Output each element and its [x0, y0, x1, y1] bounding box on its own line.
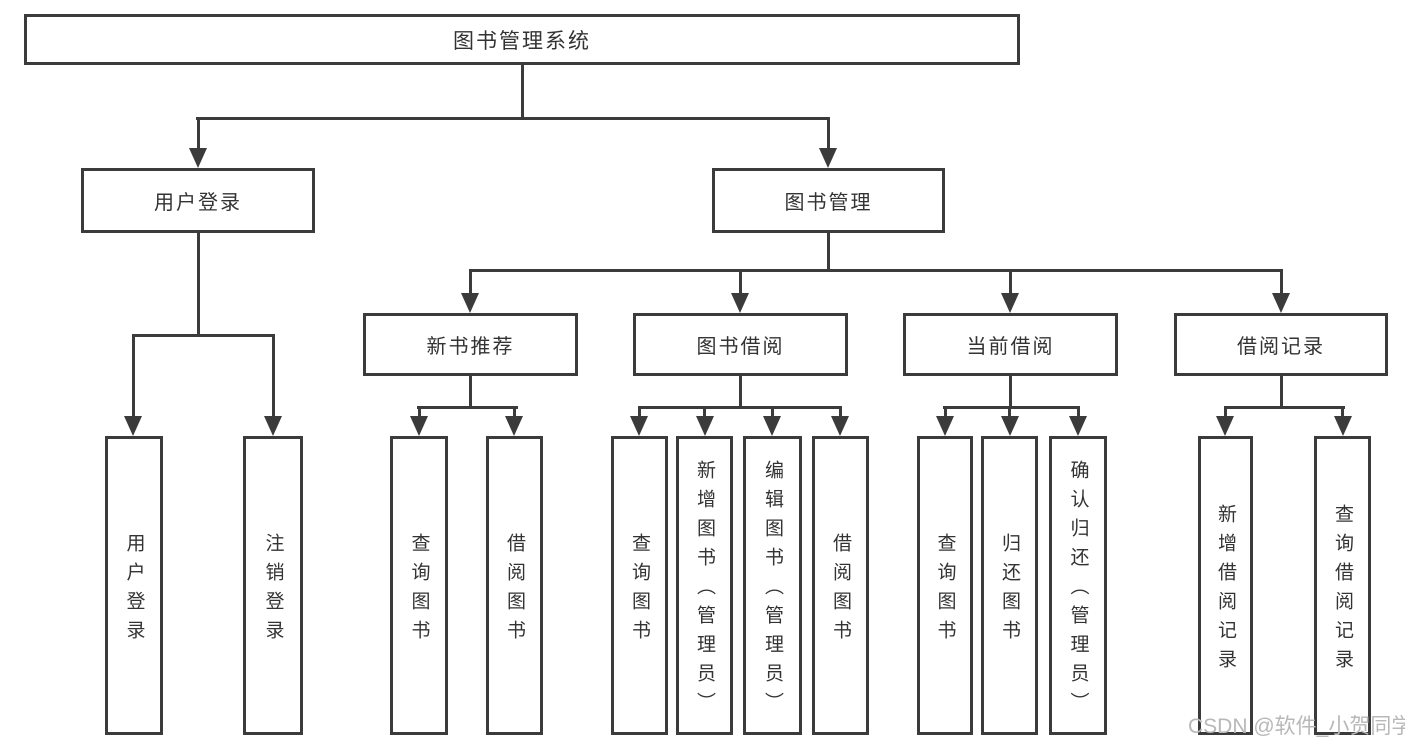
leaf-borrow-books-recommend: 借阅图书 — [486, 436, 543, 735]
node-label: 用户登录 — [154, 192, 242, 214]
node-label: 查询图书 — [408, 532, 430, 649]
edge-line-horizontal — [417, 406, 518, 409]
leaf-user-login: 用户登录 — [105, 436, 163, 735]
leaf-add-borrow-record: 新增借阅记录 — [1198, 436, 1253, 735]
node-library-management-system: 图书管理系统 — [24, 14, 1020, 65]
leaf-return-books: 归还图书 — [981, 436, 1038, 735]
node-book-borrowing: 图书借阅 — [633, 313, 848, 376]
node-label: 新书推荐 — [426, 336, 515, 358]
edge-line-vertical — [839, 406, 842, 418]
leaf-add-books-admin: 新增图书（管理员） — [676, 436, 733, 735]
arrowhead-down-icon — [831, 416, 849, 436]
node-label: 归还图书 — [999, 532, 1020, 649]
leaf-query-books-current: 查询图书 — [917, 436, 973, 735]
edge-line-vertical — [703, 406, 706, 418]
arrowhead-down-icon — [630, 416, 648, 436]
node-label: 查询借阅记录 — [1332, 503, 1353, 678]
node-book-management: 图书管理 — [712, 168, 945, 233]
arrowhead-down-icon — [731, 293, 749, 313]
edge-line-vertical — [1280, 376, 1283, 408]
edge-line-vertical — [418, 406, 421, 418]
node-user-login: 用户登录 — [81, 168, 315, 233]
node-current-borrowing: 当前借阅 — [903, 313, 1118, 376]
edge-line-vertical — [1280, 269, 1283, 295]
node-label: 当前借阅 — [966, 336, 1055, 358]
edge-line-vertical — [513, 406, 516, 418]
arrowhead-down-icon — [1069, 416, 1087, 436]
edge-line-horizontal — [1224, 406, 1345, 409]
arrowhead-down-icon — [264, 416, 282, 436]
edge-line-vertical — [739, 269, 742, 295]
arrowhead-down-icon — [763, 416, 781, 436]
edge-line-horizontal — [638, 406, 842, 409]
edge-line-vertical — [469, 269, 472, 295]
node-label: 查询图书 — [629, 532, 650, 649]
leaf-logout: 注销登录 — [243, 436, 303, 735]
edge-line-vertical — [132, 334, 135, 418]
edge-line-vertical — [1077, 406, 1080, 418]
arrowhead-down-icon — [936, 416, 954, 436]
node-label: 借阅图书 — [830, 532, 851, 649]
leaf-query-books-recommend: 查询图书 — [390, 436, 448, 735]
node-label: 图书管理 — [784, 192, 873, 214]
edge-line-horizontal — [132, 334, 275, 337]
edge-line-vertical — [944, 406, 947, 418]
leaf-borrow-books-borrowing: 借阅图书 — [812, 436, 869, 735]
node-new-book-recommendation: 新书推荐 — [363, 313, 578, 376]
edge-line-vertical — [739, 376, 742, 408]
arrowhead-down-icon — [819, 148, 837, 168]
node-label: 图书借阅 — [696, 336, 785, 358]
node-label: 新增图书（管理员） — [694, 460, 715, 721]
arrowhead-down-icon — [696, 416, 714, 436]
arrowhead-down-icon — [1001, 416, 1019, 436]
edge-line-vertical — [197, 233, 200, 336]
arrowhead-down-icon — [461, 293, 479, 313]
node-borrowing-records: 借阅记录 — [1174, 313, 1388, 376]
node-label: 图书管理系统 — [453, 29, 591, 53]
arrowhead-down-icon — [1001, 293, 1019, 313]
arrowhead-down-icon — [1334, 416, 1352, 436]
edge-line-vertical — [1009, 269, 1012, 295]
edge-line-vertical — [638, 406, 641, 418]
node-label: 借阅记录 — [1237, 336, 1325, 358]
edge-line-vertical — [1008, 406, 1011, 418]
edge-line-vertical — [771, 406, 774, 418]
watermark: CSDN @软件_小贺同学 — [1188, 715, 1405, 738]
edge-line-vertical — [197, 117, 200, 150]
edge-line-horizontal — [196, 117, 830, 120]
node-label: 新增借阅记录 — [1215, 503, 1236, 678]
arrowhead-down-icon — [124, 416, 142, 436]
arrowhead-down-icon — [189, 148, 207, 168]
node-label: 用户登录 — [123, 532, 145, 649]
node-label: 查询图书 — [934, 532, 956, 649]
node-label: 确认归还（管理员） — [1067, 460, 1089, 721]
edge-line-vertical — [1341, 406, 1344, 418]
leaf-query-borrow-record: 查询借阅记录 — [1314, 436, 1371, 735]
arrowhead-down-icon — [1272, 293, 1290, 313]
leaf-edit-books-admin: 编辑图书（管理员） — [743, 436, 802, 735]
leaf-query-books-borrowing: 查询图书 — [611, 436, 668, 735]
node-label: 注销登录 — [262, 532, 284, 649]
edge-line-vertical — [469, 376, 472, 408]
edge-line-vertical — [1009, 376, 1012, 408]
edge-line-vertical — [827, 117, 830, 150]
node-label: 编辑图书（管理员） — [762, 460, 783, 721]
leaf-confirm-return-admin: 确认归还（管理员） — [1049, 436, 1107, 735]
arrowhead-down-icon — [505, 416, 523, 436]
arrowhead-down-icon — [1216, 416, 1234, 436]
edge-line-vertical — [521, 65, 524, 117]
edge-line-vertical — [272, 334, 275, 418]
arrowhead-down-icon — [410, 416, 428, 436]
edge-line-vertical — [1224, 406, 1227, 418]
edge-line-horizontal — [469, 269, 1283, 272]
node-label: 借阅图书 — [504, 532, 525, 649]
edge-line-vertical — [827, 233, 830, 272]
edge-line-horizontal — [943, 406, 1080, 409]
